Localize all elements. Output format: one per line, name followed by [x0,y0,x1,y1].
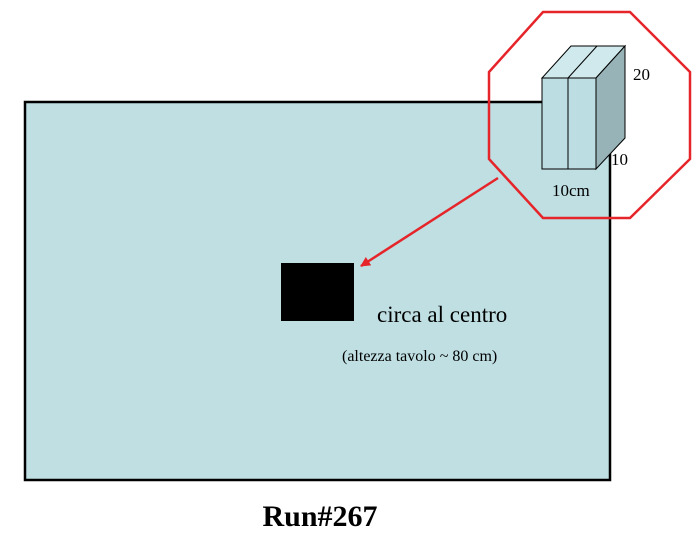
box-height-label: 20 [633,65,650,84]
box-front-face [541,77,597,170]
position-label: circa al centro [377,302,507,327]
object-block [281,263,354,321]
highlight-octagon [487,10,692,220]
box-depth-label: 10 [611,150,628,169]
table-height-note: (altezza tavolo ~ 80 cm) [342,348,497,365]
box-3d [540,44,627,171]
box-width-label: 10cm [552,181,590,200]
pointer-arrow [360,176,499,268]
box-top-divider [567,45,598,79]
run-caption: Run#267 [262,500,378,533]
